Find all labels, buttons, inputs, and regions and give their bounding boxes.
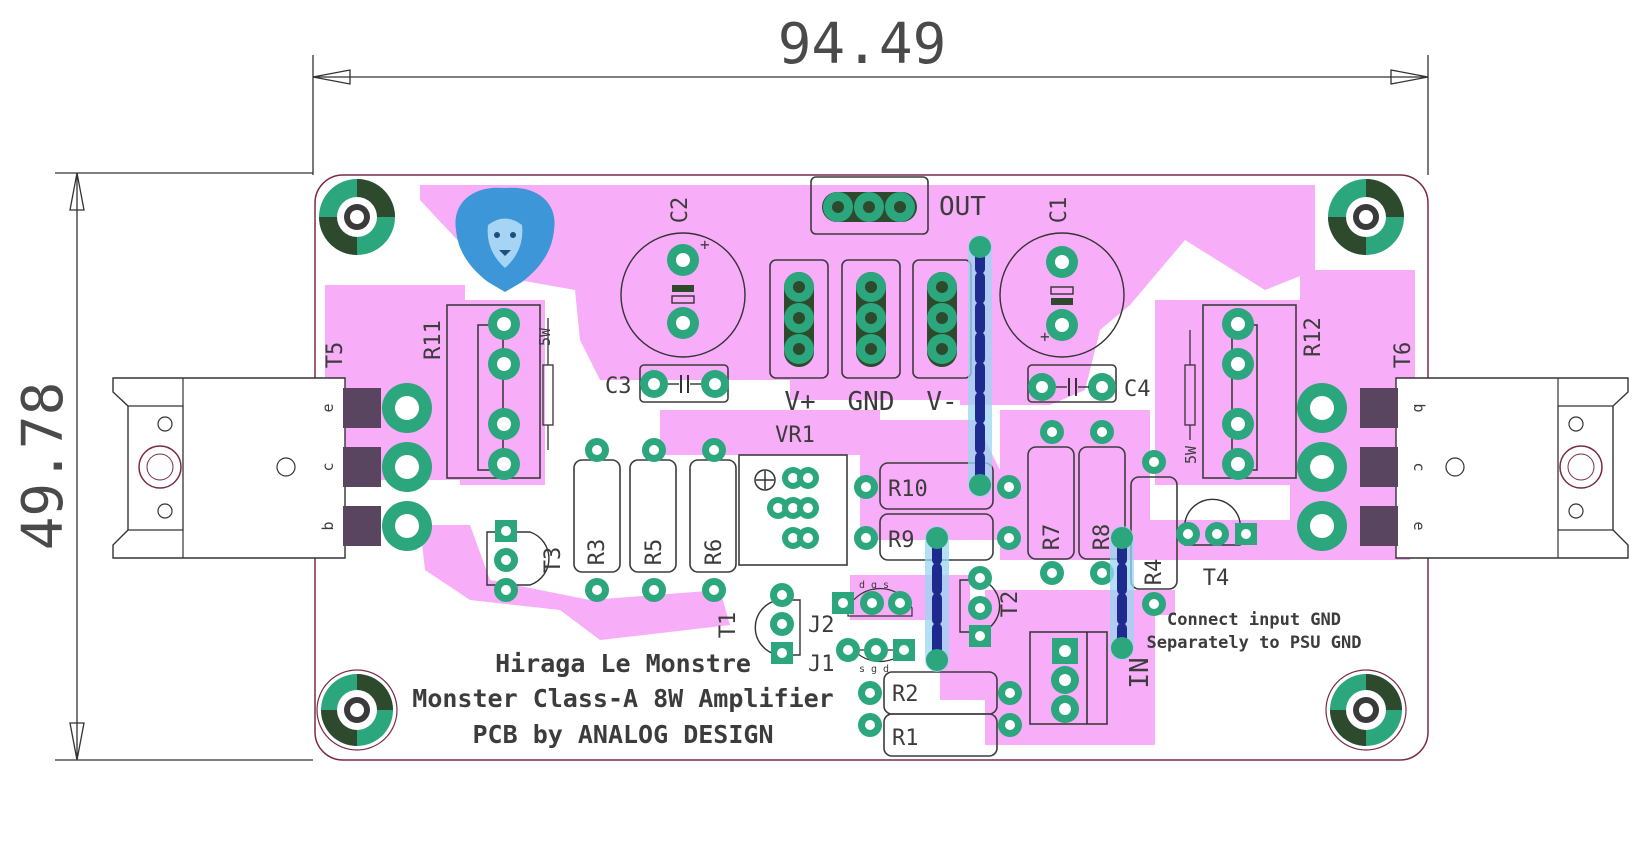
jfet-j2: d g s J2 [808, 580, 913, 638]
out-label: OUT [939, 192, 986, 222]
transistor-t3: T3 [486, 520, 566, 602]
gnd-note-line-2: Separately to PSU GND [1147, 633, 1362, 653]
c4-label: C4 [1124, 377, 1151, 402]
c2-label: C2 [668, 197, 693, 224]
mounting-hole-top-left [319, 179, 395, 255]
r11-label: R11 [421, 320, 446, 360]
transistor-t2: T2 [959, 566, 1023, 647]
dimension-width-label: 94.49 [778, 12, 947, 77]
gnd-label: GND [848, 387, 895, 417]
t6-label: T6 [1391, 342, 1416, 369]
connector-in: IN [1029, 631, 1155, 725]
transistor-t6: b c e T6 [1297, 342, 1629, 559]
title-line-3: PCB by ANALOG DESIGN [472, 720, 773, 749]
mounting-hole-top-right [1328, 179, 1404, 255]
gnd-note-line-1: Connect input GND [1167, 610, 1341, 630]
t6-pin-e-label: e [1410, 521, 1428, 530]
resistor-r3: R3 [573, 438, 621, 602]
vminus-label: V- [926, 387, 957, 417]
vr1-label: VR1 [775, 423, 815, 448]
dimension-width: 94.49 [312, 12, 1429, 175]
c3-label: C3 [605, 374, 632, 399]
mounting-hole-bottom-right [1325, 669, 1407, 751]
connector-vminus: V- [912, 259, 972, 417]
resistor-r5: R5 [629, 438, 677, 602]
r1-label: R1 [892, 726, 919, 751]
r10-label: R10 [888, 477, 928, 502]
transistor-t4: T4 [1176, 498, 1257, 591]
connector-gnd: GND [841, 259, 901, 417]
r5-label: R5 [642, 539, 667, 566]
resistor-r1: R1 [858, 713, 1022, 757]
dimension-height: 49.78 [11, 172, 313, 761]
title-line-1: Hiraga Le Monstre [495, 649, 751, 678]
j2-pins-label: d g s [859, 580, 889, 591]
t4-label: T4 [1203, 566, 1230, 591]
resistor-r6: R6 [689, 438, 737, 602]
r3-label: R3 [585, 539, 610, 566]
gnd-note: Connect input GND Separately to PSU GND [1147, 610, 1362, 653]
dimension-height-label: 49.78 [11, 382, 76, 551]
t2-label: T2 [998, 591, 1023, 618]
t5-pin-b-label: b [319, 521, 337, 530]
jumper-wires [925, 235, 1134, 672]
c2-plus-icon: + [700, 235, 710, 254]
connector-out: OUT [810, 176, 986, 235]
t1-label: T1 [716, 612, 741, 639]
j2-label: J2 [808, 613, 835, 638]
j1-pins-label: s g d [859, 664, 889, 675]
resistor-r10: R10 [854, 462, 1021, 510]
t6-pin-c-label: c [1410, 462, 1428, 471]
lion-logo-icon [455, 187, 555, 292]
c1-plus-icon: + [1040, 327, 1050, 346]
resistor-r9: R9 [854, 513, 1021, 561]
r11-power-label: 5W [536, 327, 554, 346]
r4-label: R4 [1142, 559, 1167, 586]
capacitor-c4: C4 [1027, 364, 1151, 403]
jfet-j1: s g d J1 [808, 638, 915, 677]
r2-label: R2 [892, 682, 919, 707]
capacitor-c1: + C1 [999, 197, 1125, 358]
t5-pin-c-label: c [319, 462, 337, 471]
capacitor-c2: + C2 [620, 197, 746, 358]
resistor-r7: R7 [1027, 420, 1075, 585]
transistor-t1: T1 [716, 583, 801, 664]
t5-label: T5 [323, 342, 348, 369]
t6-pin-b-label: b [1410, 403, 1428, 412]
transistor-t5: e c b T5 [112, 342, 432, 559]
r12-label: R12 [1301, 317, 1326, 357]
resistor-r11: R11 5W [421, 304, 554, 480]
resistor-r2: R2 [858, 671, 1022, 715]
r9-label: R9 [888, 528, 915, 553]
resistor-r12: R12 5W [1182, 304, 1326, 480]
r12-power-label: 5W [1182, 445, 1200, 464]
r6-label: R6 [702, 539, 727, 566]
board-title: Hiraga Le Monstre Monster Class-A 8W Amp… [412, 649, 833, 749]
mounting-hole-bottom-left [316, 669, 398, 751]
title-line-2: Monster Class-A 8W Amplifier [412, 684, 833, 713]
r7-label: R7 [1040, 524, 1065, 551]
vplus-label: V+ [784, 387, 815, 417]
j1-label: J1 [808, 652, 835, 677]
in-label: IN [1125, 657, 1155, 688]
t5-pin-e-label: e [319, 403, 337, 412]
t3-label: T3 [541, 547, 566, 574]
capacitor-c3: C3 [605, 364, 729, 403]
connector-vplus: V+ [769, 259, 829, 417]
c1-label: C1 [1047, 197, 1072, 224]
trimmer-vr1: VR1 [738, 423, 848, 566]
